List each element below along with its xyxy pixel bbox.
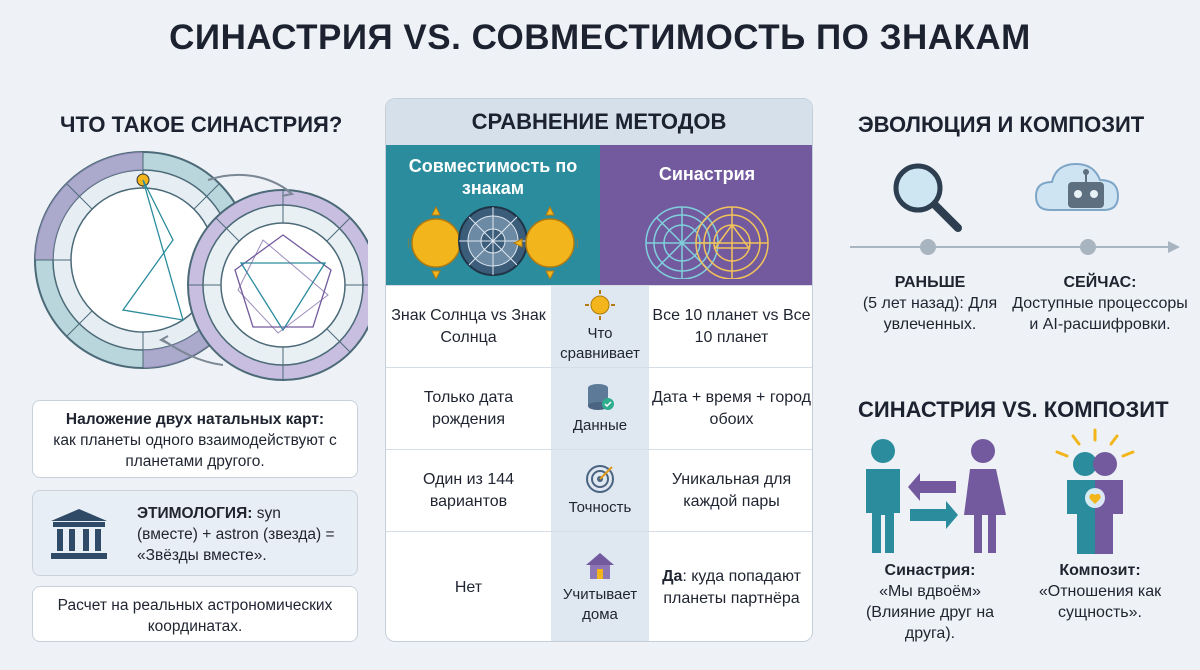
sign-compatibility-column: Совместимость по знакам <box>386 145 600 285</box>
comparison-row-data: Только дата рождения Данные Дата + время… <box>386 367 812 449</box>
row3-label-cell: Точность <box>551 450 649 531</box>
composite-merged-figure-icon <box>1055 428 1135 554</box>
house-icon <box>586 552 614 579</box>
before-text: (5 лет назад): Для увлеченных. <box>862 295 998 333</box>
sign-compatibility-title: Совместимость по знакам <box>408 156 578 198</box>
overlay-bold-text: Наложение двух натальных карт: <box>65 411 325 428</box>
row1-label-cell: Что сравнивает <box>551 286 649 367</box>
synastry-caption-label: Синастрия: <box>884 562 976 579</box>
row4-label-cell: Учитывает дома <box>551 532 649 641</box>
row1-label: Что сравнивает <box>560 324 640 362</box>
composite-caption-label: Композит: <box>1059 562 1141 579</box>
row1-left: Знак Солнца vs Знак Солнца <box>391 306 546 346</box>
magnifier-icon <box>893 163 962 232</box>
row2-left: Только дата рождения <box>423 388 514 428</box>
calculation-box: Расчет на реальных астрономических коорд… <box>32 586 358 642</box>
comparison-columns-header: Совместимость по знакам <box>386 145 812 285</box>
two-people-interaction-icon <box>866 439 1006 553</box>
synastry-vs-composite-heading: СИНАСТРИЯ VS. КОМПОЗИТ <box>858 397 1169 422</box>
row2-label: Данные <box>572 416 628 434</box>
methods-comparison-panel: СРАВНЕНИЕ МЕТОДОВ Совместимость по знака… <box>385 98 813 642</box>
synastry-title: Синастрия <box>658 164 756 184</box>
sun-icon <box>585 289 615 320</box>
row4-label: Учитывает дома <box>562 585 638 623</box>
target-icon <box>586 464 614 493</box>
row3-left: Один из 144 вариантов <box>422 470 515 510</box>
overlay-definition-box: Наложение двух натальных карт: как плане… <box>32 400 358 478</box>
natal-charts-overlay-icon <box>34 151 368 381</box>
synastry-caption: Синастрия: «Мы вдвоём» (Влияние друг на … <box>850 560 1010 644</box>
comparison-heading: СРАВНЕНИЕ МЕТОДОВ <box>386 99 812 145</box>
row3-label: Точность <box>568 498 632 516</box>
row4-right-text: : куда попадают планеты партнёра <box>663 567 801 607</box>
row1-right: Все 10 планет vs Все 10 планет <box>652 306 811 346</box>
database-icon <box>588 383 614 410</box>
comparison-row-what: Знак Солнца vs Знак Солнца Что сравнивае… <box>386 285 812 367</box>
row4-right: Да: куда попадают планеты партнёра <box>649 532 812 641</box>
etymology-text: syn (вместе) + astron (звезда) = «Звёзды… <box>137 505 335 564</box>
synastry-column: Синастрия <box>600 145 812 285</box>
calculation-text: Расчет на реальных астрономических коорд… <box>57 597 333 635</box>
row3-right: Уникальная для каждой пары <box>671 470 792 510</box>
row4-left: Нет <box>454 578 483 596</box>
zodiac-suns-icon <box>408 205 578 279</box>
temple-icon <box>51 509 107 559</box>
composite-caption: Композит: «Отношения как сущность». <box>1020 560 1180 623</box>
before-label: РАНЬШЕ <box>894 274 966 291</box>
row4-right-bold: Да <box>662 567 683 585</box>
synastry-caption-text: «Мы вдвоём» (Влияние друг на друга). <box>865 583 995 642</box>
comparison-row-houses: Нет Учитывает дома Да: куда попадают пла… <box>386 531 812 641</box>
overlay-text: как планеты одного взаимодействуют с пла… <box>53 432 337 470</box>
now-text: Доступные процессоры и AI-расшифровки. <box>1012 295 1188 333</box>
now-label: СЕЙЧАС: <box>1063 274 1137 291</box>
composite-caption-text: «Отношения как сущность». <box>1038 583 1162 621</box>
what-is-synastry-heading: ЧТО ТАКОЕ СИНАСТРИЯ? <box>60 112 343 137</box>
robot-cloud-icon <box>1034 162 1120 211</box>
evolution-heading: ЭВОЛЮЦИЯ И КОМПОЗИТ <box>858 112 1145 137</box>
comparison-row-accuracy: Один из 144 вариантов Точность Уникальна… <box>386 449 812 531</box>
overlapping-charts-icon <box>645 206 769 279</box>
evolution-timeline <box>850 162 1180 255</box>
before-era: РАНЬШЕ (5 лет назад): Для увлеченных. <box>850 272 1010 335</box>
now-era: СЕЙЧАС: Доступные процессоры и AI-расшиф… <box>1010 272 1190 335</box>
row2-label-cell: Данные <box>551 368 649 449</box>
etymology-label: ЭТИМОЛОГИЯ: <box>137 505 253 522</box>
etymology-box: ЭТИМОЛОГИЯ: syn (вместе) + astron (звезд… <box>32 490 358 576</box>
row2-right: Дата + время + город обоих <box>651 388 812 428</box>
page-title: СИНАСТРИЯ VS. СОВМЕСТИМОСТЬ ПО ЗНАКАМ <box>169 18 1031 57</box>
